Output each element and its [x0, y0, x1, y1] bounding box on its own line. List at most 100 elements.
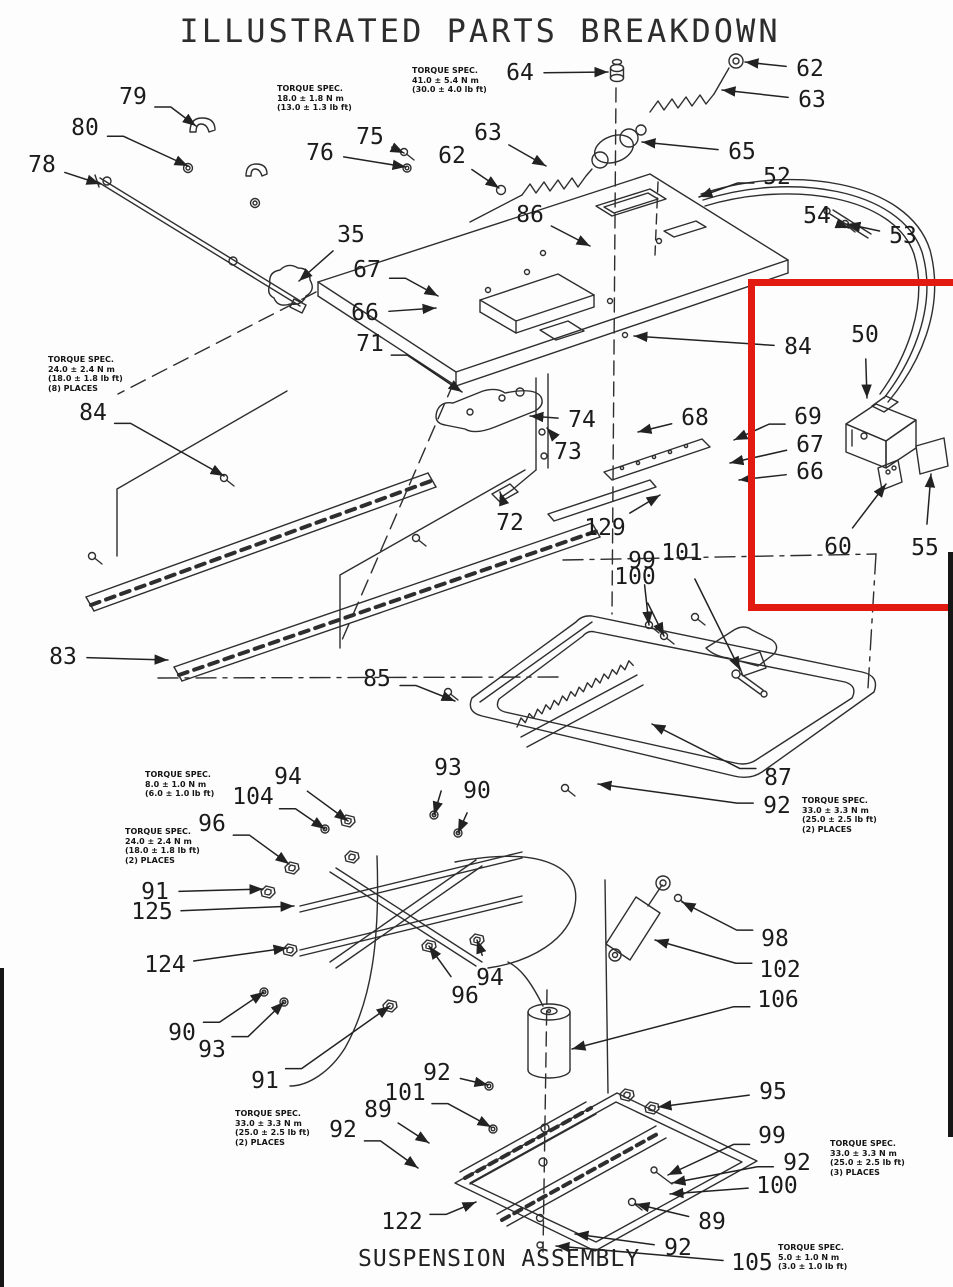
part-callout-52: 52 — [763, 164, 791, 190]
leader-line-35 — [298, 250, 334, 282]
scan-edge-right — [948, 552, 953, 1137]
leader-line-102 — [654, 938, 753, 964]
part-callout-96: 96 — [198, 811, 226, 837]
torque-spec-line: 33.0 ± 3.3 N m — [802, 805, 869, 815]
torque-spec-line: (2) PLACES — [235, 1137, 285, 1147]
torque-spec-line: 24.0 ± 2.4 N m — [125, 836, 192, 846]
leader-line-80 — [106, 135, 189, 167]
part-callout-64: 64 — [506, 60, 534, 86]
part-callout-35: 35 — [337, 222, 365, 248]
leader-line-100 — [647, 602, 665, 637]
leader-line-87 — [651, 723, 757, 770]
part-callout-91: 91 — [251, 1068, 279, 1094]
leader-line-79 — [154, 106, 197, 127]
torque-spec-line: (13.0 ± 1.3 lb ft) — [277, 103, 352, 113]
leader-line-90 — [457, 812, 469, 834]
leader-line-71 — [390, 354, 463, 393]
torque-spec-block: TORQUE SPEC.18.0 ± 1.8 N m(13.0 ± 1.3 lb… — [277, 84, 352, 113]
leader-line-92 — [597, 780, 754, 804]
leader-line-91 — [284, 1005, 391, 1070]
torque-spec-line: TORQUE SPEC. — [277, 84, 343, 93]
part-callout-86: 86 — [516, 202, 544, 228]
part-callout-100: 100 — [756, 1173, 798, 1199]
part-callout-79: 79 — [119, 84, 147, 110]
part-callout-122: 122 — [381, 1209, 423, 1235]
leader-line-62 — [744, 58, 787, 69]
leader-line-63 — [721, 86, 789, 99]
leader-line-66 — [738, 473, 787, 484]
leader-line-91 — [178, 884, 264, 895]
torque-spec-line: 33.0 ± 3.3 N m — [830, 1148, 897, 1158]
part-callout-69: 69 — [794, 404, 822, 430]
torque-spec-block: TORQUE SPEC.33.0 ± 3.3 N m(25.0 ± 2.5 lb… — [802, 796, 877, 834]
torque-spec-line: 24.0 ± 2.4 N m — [48, 364, 115, 374]
leader-line-93 — [231, 1001, 285, 1038]
part-callout-80: 80 — [71, 115, 99, 141]
torque-spec-line: (6.0 ± 1.0 lb ft) — [145, 789, 215, 799]
part-callout-67: 67 — [796, 432, 824, 458]
leader-line-50 — [861, 358, 872, 399]
part-callout-50: 50 — [851, 322, 879, 348]
leader-line-105 — [555, 1241, 724, 1262]
torque-spec-block: TORQUE SPEC.24.0 ± 2.4 N m(18.0 ± 1.8 lb… — [48, 355, 123, 393]
part-callout-68: 68 — [681, 405, 709, 431]
leader-line-92 — [671, 1166, 775, 1186]
part-callout-73: 73 — [554, 439, 582, 465]
part-callout-67: 67 — [353, 257, 381, 283]
part-callout-105: 105 — [731, 1250, 773, 1276]
leader-line-72 — [499, 491, 510, 507]
part-callout-55: 55 — [911, 535, 939, 561]
part-callout-104: 104 — [232, 784, 274, 810]
part-callout-99: 99 — [758, 1123, 786, 1149]
leader-line-99 — [642, 584, 653, 626]
leader-line-83 — [86, 654, 169, 665]
leader-line-93 — [432, 790, 443, 816]
part-callout-106: 106 — [757, 987, 799, 1013]
leader-line-62 — [471, 168, 500, 189]
part-callout-53: 53 — [889, 223, 917, 249]
leader-line-65 — [641, 138, 719, 151]
torque-spec-line: 5.0 ± 1.0 N m — [778, 1252, 840, 1262]
torque-spec-block: TORQUE SPEC.24.0 ± 2.4 N m(18.0 ± 1.8 lb… — [125, 827, 200, 865]
part-callout-125: 125 — [131, 899, 173, 925]
torque-spec-line: TORQUE SPEC. — [125, 827, 191, 836]
part-callout-89: 89 — [364, 1097, 392, 1123]
leader-line-104 — [278, 808, 326, 830]
torque-spec-line: (3) PLACES — [830, 1167, 880, 1177]
part-callout-101: 101 — [384, 1080, 426, 1106]
torque-spec-block: TORQUE SPEC.33.0 ± 3.3 N m(25.0 ± 2.5 lb… — [830, 1139, 905, 1177]
part-callout-129: 129 — [584, 515, 626, 541]
leader-line-68 — [637, 422, 673, 434]
part-callout-83: 83 — [49, 644, 77, 670]
part-callout-96: 96 — [451, 983, 479, 1009]
part-callout-94: 94 — [476, 965, 504, 991]
part-callout-63: 63 — [798, 87, 826, 113]
part-callout-102: 102 — [759, 957, 801, 983]
part-callout-124: 124 — [144, 952, 186, 978]
leader-line-95 — [657, 1094, 750, 1111]
torque-spec-block: TORQUE SPEC.8.0 ± 1.0 N m(6.0 ± 1.0 lb f… — [145, 770, 214, 799]
part-callout-84: 84 — [784, 334, 812, 360]
torque-spec-line: TORQUE SPEC. — [802, 796, 868, 805]
part-callout-87: 87 — [764, 765, 792, 791]
torque-spec-line: 33.0 ± 3.3 N m — [235, 1118, 302, 1128]
leader-line-63 — [508, 144, 547, 167]
torque-spec-block: TORQUE SPEC.41.0 ± 5.4 N m(30.0 ± 4.0 lb… — [412, 66, 487, 95]
torque-spec-line: (2) PLACES — [125, 855, 175, 865]
torque-spec-block: TORQUE SPEC.5.0 ± 1.0 N m(3.0 ± 1.0 lb f… — [778, 1243, 847, 1272]
part-callout-92: 92 — [664, 1235, 692, 1261]
leader-line-67 — [729, 449, 788, 466]
torque-spec-line: TORQUE SPEC. — [412, 66, 478, 75]
part-callout-92: 92 — [783, 1150, 811, 1176]
torque-spec-line: (18.0 ± 1.8 lb ft) — [48, 374, 123, 384]
leader-line-53 — [846, 221, 881, 232]
leader-line-67 — [388, 277, 439, 297]
torque-spec-line: (30.0 ± 4.0 lb ft) — [412, 85, 487, 95]
leader-line-89 — [635, 1202, 690, 1218]
leader-line-99 — [667, 1143, 751, 1176]
leader-line-94 — [476, 939, 487, 957]
leader-line-101 — [694, 578, 741, 671]
torque-spec-line: TORQUE SPEC. — [48, 355, 114, 364]
part-callout-75: 75 — [356, 124, 384, 150]
